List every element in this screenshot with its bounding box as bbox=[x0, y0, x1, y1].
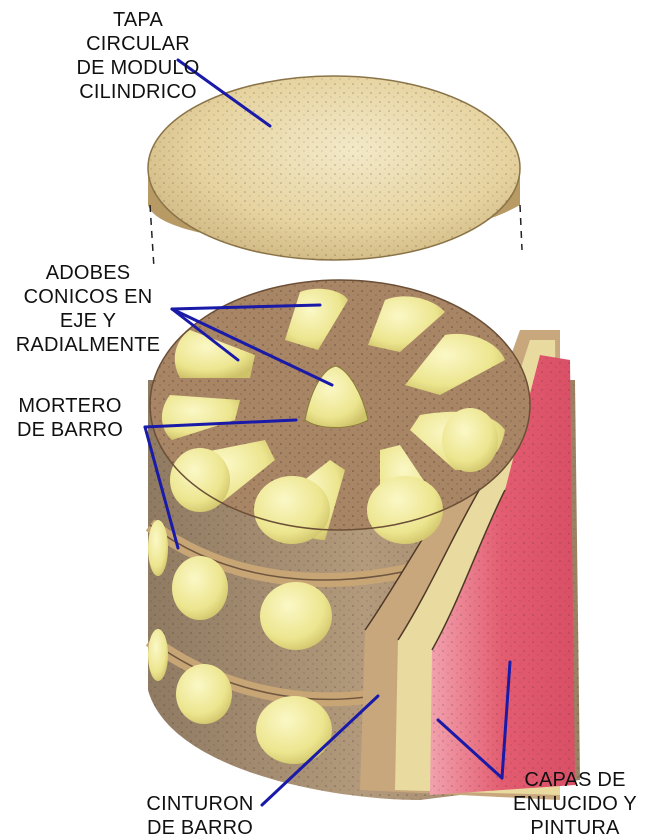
lid-guide-right bbox=[520, 205, 522, 250]
side-adobe bbox=[256, 696, 332, 764]
label-mortero-line: MORTERO bbox=[0, 394, 140, 418]
side-adobe bbox=[172, 556, 228, 620]
side-adobe bbox=[148, 520, 168, 576]
side-adobe bbox=[176, 664, 232, 724]
label-cinturon-line: DE BARRO bbox=[130, 816, 270, 840]
label-adobes-line: RADIALMENTE bbox=[0, 333, 176, 357]
side-adobe bbox=[260, 582, 332, 650]
adobe-end bbox=[367, 476, 443, 544]
adobe-end bbox=[254, 476, 330, 544]
label-capas-line: CAPAS DE bbox=[500, 768, 650, 792]
label-adobes-line: ADOBES bbox=[0, 261, 176, 285]
label-capas-line: PINTURA bbox=[500, 816, 650, 840]
label-adobes: ADOBES CONICOS EN EJE Y RADIALMENTE bbox=[0, 261, 176, 357]
label-adobes-line: CONICOS EN bbox=[0, 285, 176, 309]
label-tapa-line: CIRCULAR bbox=[28, 32, 248, 56]
label-cinturon: CINTURON DE BARRO bbox=[130, 792, 270, 840]
label-capas-line: ENLUCIDO Y bbox=[500, 792, 650, 816]
label-cinturon-line: CINTURON bbox=[130, 792, 270, 816]
label-tapa-line: TAPA bbox=[28, 8, 248, 32]
lid bbox=[148, 76, 522, 268]
label-adobes-line: EJE Y bbox=[0, 309, 176, 333]
label-tapa-line: CILINDRICO bbox=[28, 80, 248, 104]
label-tapa: TAPA CIRCULAR DE MODULO CILINDRICO bbox=[28, 8, 248, 104]
label-capas: CAPAS DE ENLUCIDO Y PINTURA bbox=[500, 768, 650, 840]
label-mortero-line: DE BARRO bbox=[0, 418, 140, 442]
label-tapa-line: DE MODULO bbox=[28, 56, 248, 80]
lid-guide-left bbox=[150, 205, 154, 268]
label-mortero: MORTERO DE BARRO bbox=[0, 394, 140, 442]
adobe-end bbox=[442, 408, 498, 472]
side-adobe bbox=[148, 629, 168, 681]
